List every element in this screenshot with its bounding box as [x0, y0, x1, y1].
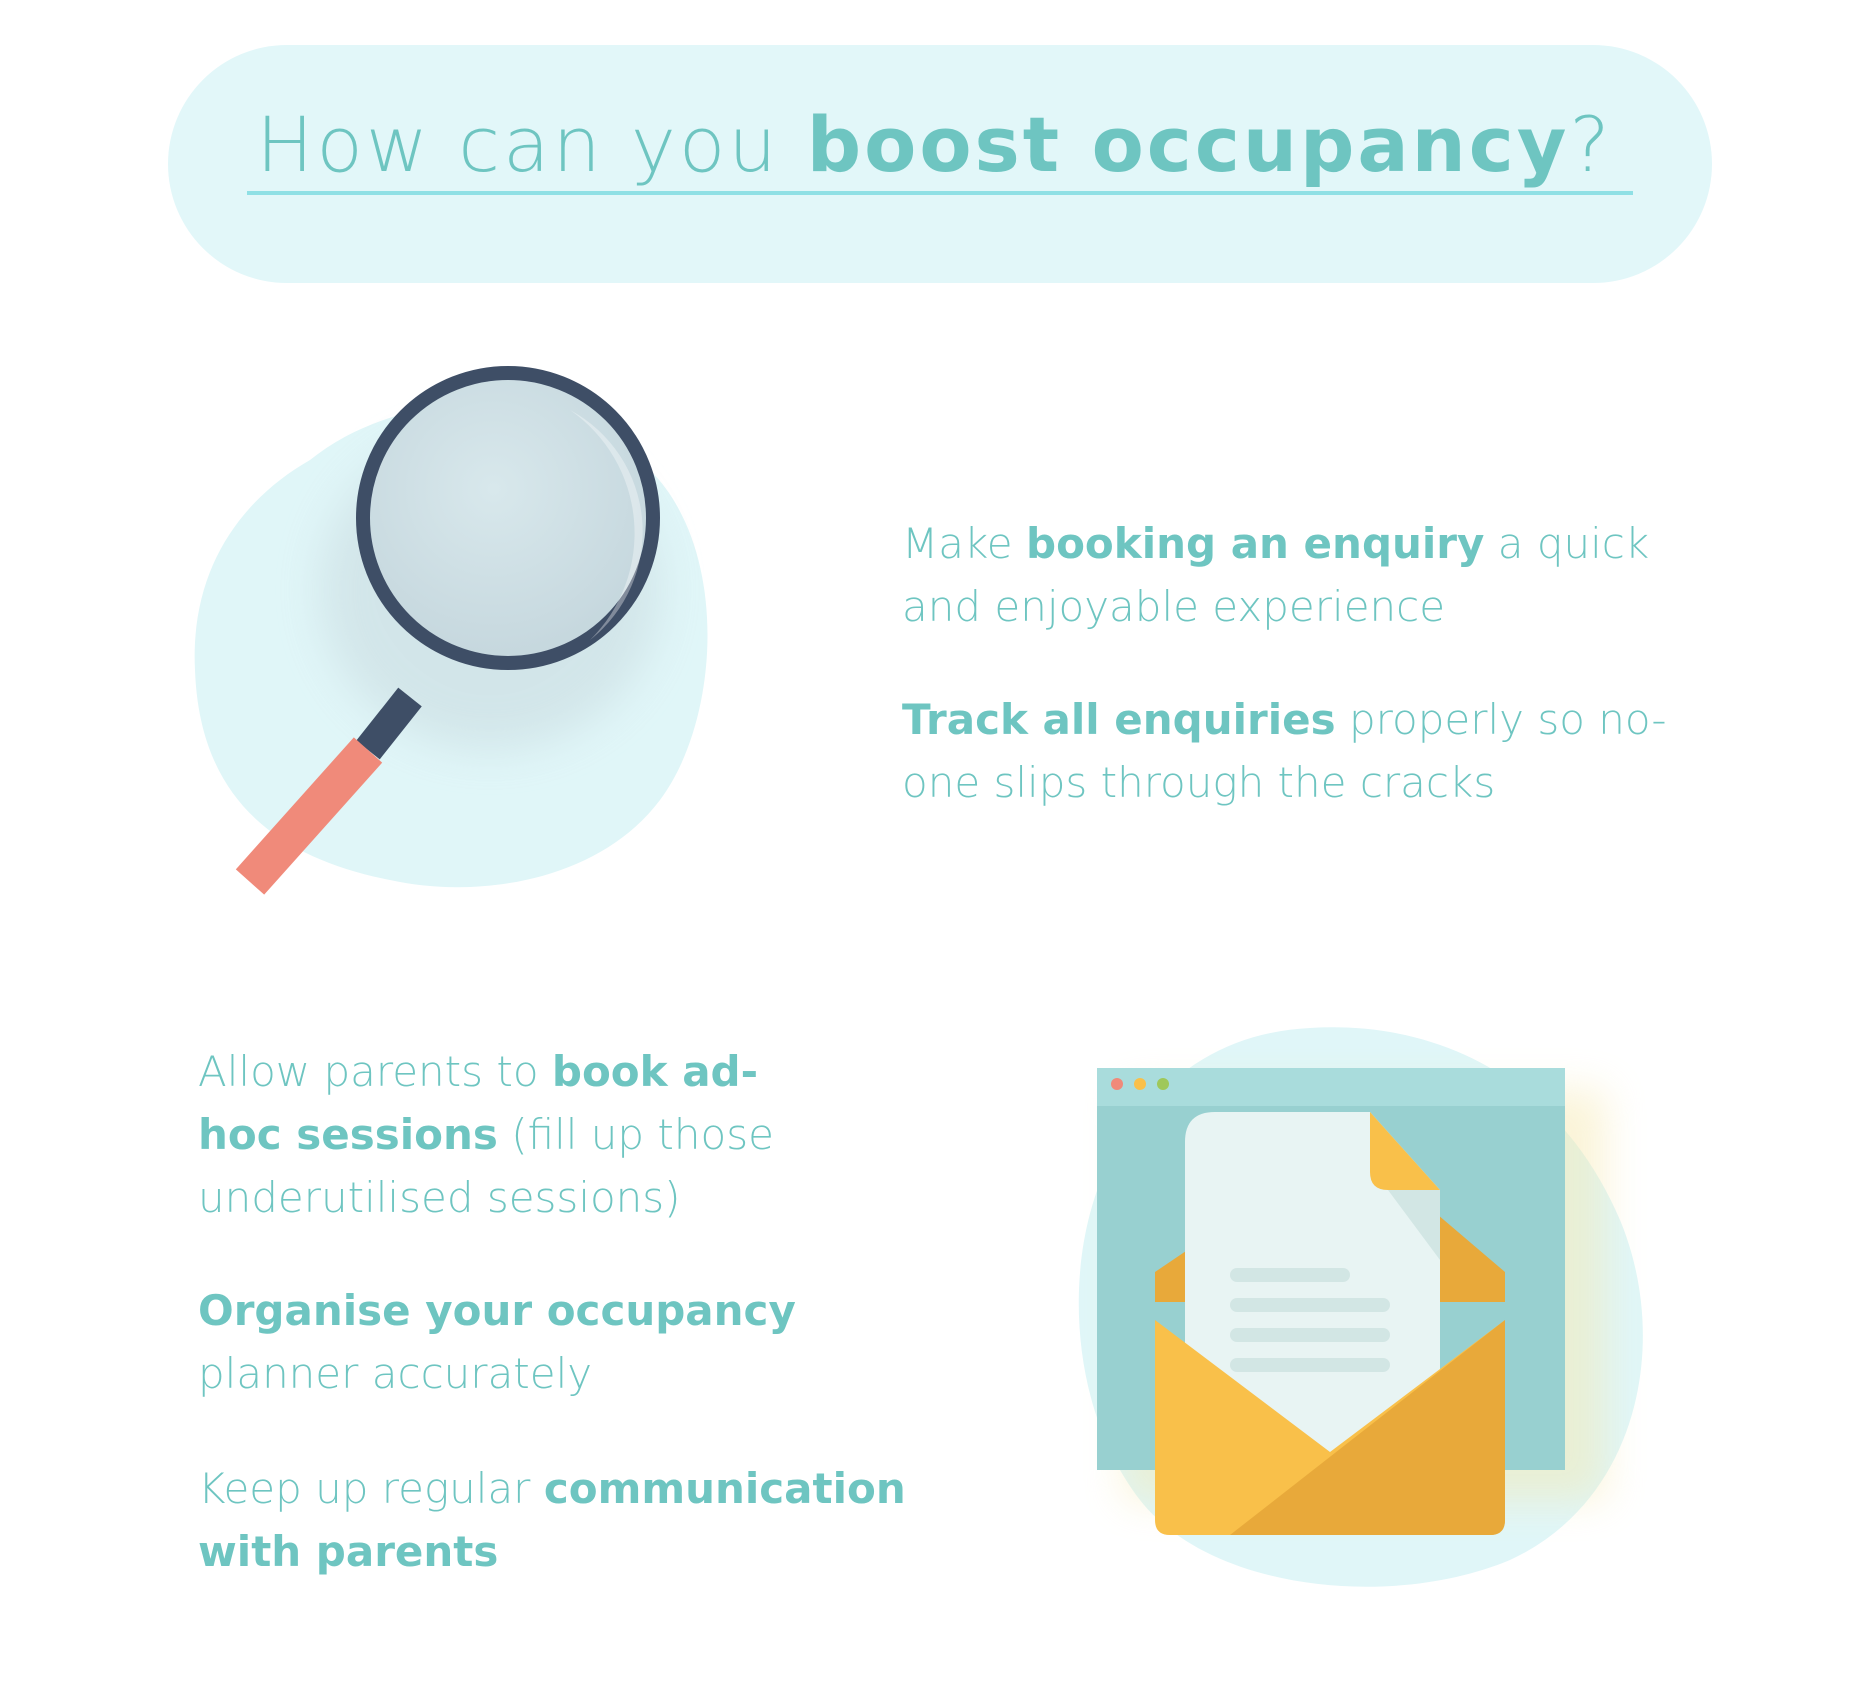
title-underline: [247, 191, 1633, 195]
list-item: Organise your occupancy planner accurate…: [198, 1286, 796, 1398]
magnifying-glass-icon: [194, 366, 708, 895]
section-two-text: Allow parents to book ad-hoc sessions (f…: [198, 1040, 906, 1633]
list-item: Keep up regular communication with paren…: [198, 1464, 906, 1576]
page-title: How can you boost occupancy?: [0, 107, 1869, 183]
title-banner: [168, 45, 1712, 283]
title-bold: boost occupancy: [806, 100, 1570, 189]
section-one-text: Make booking an enquiry a quick and enjo…: [902, 512, 1672, 864]
title-pre: How can you: [256, 100, 807, 189]
list-item: Make booking an enquiry a quick and enjo…: [902, 519, 1650, 631]
title-post: ?: [1569, 100, 1613, 189]
list-item: Track all enquiries properly so no-one s…: [902, 695, 1667, 807]
email-envelope-icon: [1078, 1027, 1643, 1587]
list-item: Allow parents to book ad-hoc sessions (f…: [198, 1047, 774, 1222]
